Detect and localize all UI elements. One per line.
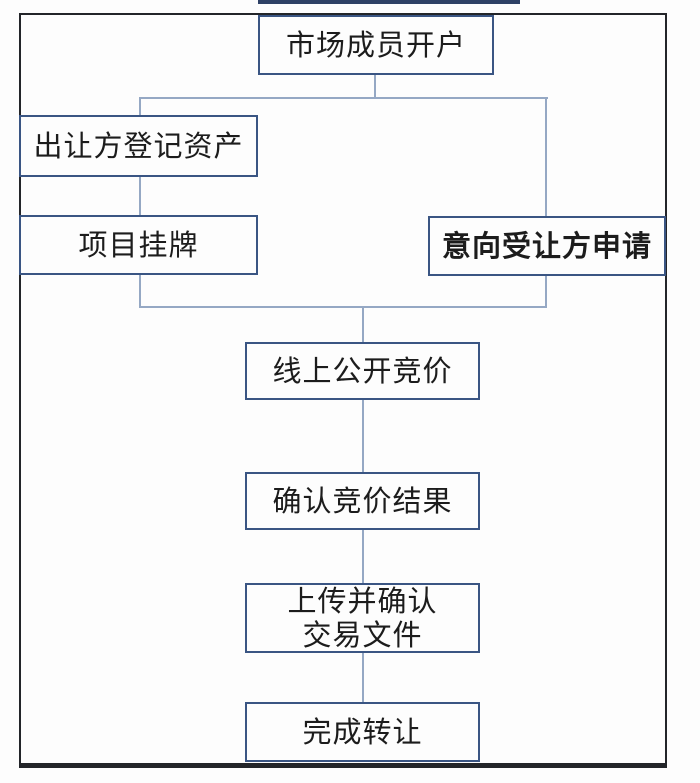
node-confirm-bidding-result: 确认竞价结果 <box>245 472 480 530</box>
node-market-member-account: 市场成员开户 <box>258 15 494 75</box>
outer-frame <box>19 13 667 768</box>
node-transferee-application: 意向受让方申请 <box>428 216 666 276</box>
connector-split-bar <box>139 97 548 99</box>
connector-right-branch <box>545 97 547 308</box>
node-complete-transfer: 完成转让 <box>245 702 480 762</box>
connector-merge-bar <box>139 306 547 308</box>
connector-top-stem <box>374 75 376 99</box>
cropped-box-remnant <box>258 0 520 4</box>
node-online-public-bidding: 线上公开竞价 <box>245 342 480 400</box>
node-upload-confirm-documents: 上传并确认 交易文件 <box>245 583 480 653</box>
connector-left-branch <box>139 97 141 308</box>
node-project-listing: 项目挂牌 <box>19 215 258 275</box>
node-transferor-register-assets: 出让方登记资产 <box>19 115 258 177</box>
